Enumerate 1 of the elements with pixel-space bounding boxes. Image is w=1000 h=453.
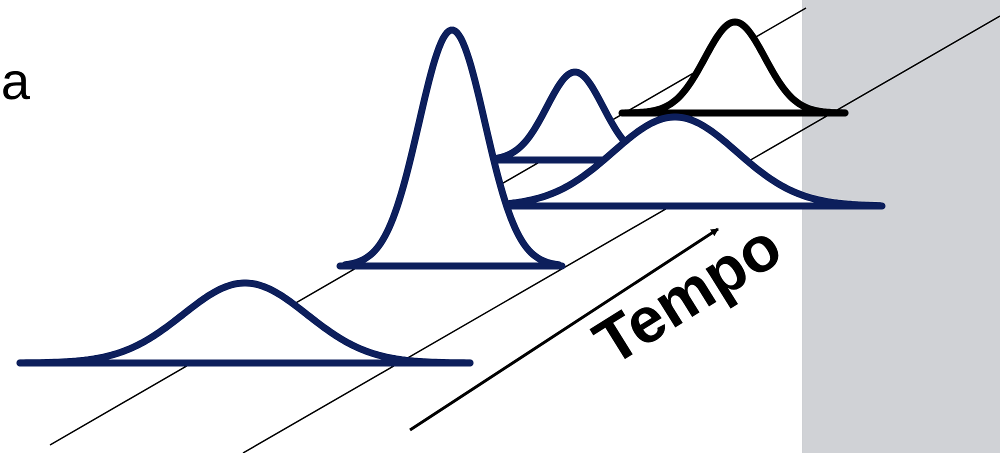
label-text: a bbox=[1, 56, 30, 108]
